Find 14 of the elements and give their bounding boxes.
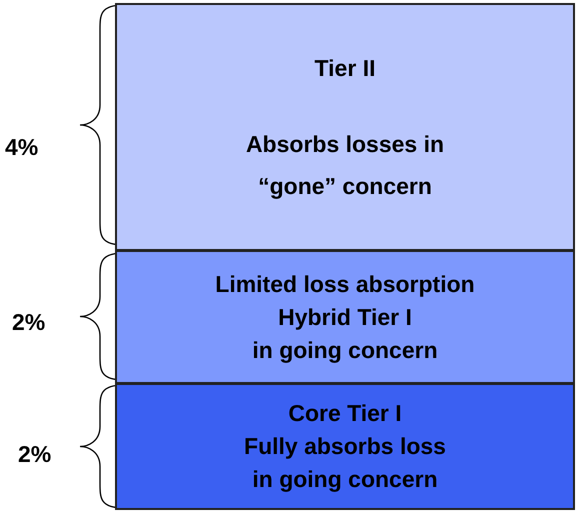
tier-description: in going concern — [252, 336, 438, 365]
tier-title: Core Tier I — [288, 399, 402, 428]
tier-box — [115, 3, 575, 251]
tier-title: Tier II — [314, 54, 376, 83]
percentage-label: 2% — [18, 441, 52, 468]
tier-description: Absorbs losses in “gone” concern — [244, 130, 446, 201]
tier-box — [115, 383, 575, 510]
tier-description: Hybrid Tier I — [278, 302, 412, 332]
percentage-label: 2% — [12, 309, 46, 336]
tier-box — [115, 250, 575, 384]
tier-description: in going concern — [252, 465, 438, 494]
tier-description: Fully absorbs loss — [244, 432, 446, 461]
percentage-label: 4% — [5, 134, 38, 161]
tier-title: Limited loss absorption — [215, 270, 475, 299]
